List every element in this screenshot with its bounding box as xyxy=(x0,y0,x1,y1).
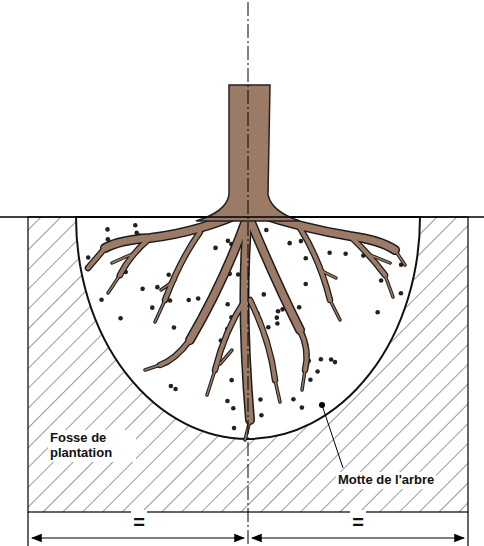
leader-dot xyxy=(319,402,325,408)
pit-label: Fosse de plantation xyxy=(48,430,136,462)
ground-line xyxy=(0,216,484,218)
axis-line xyxy=(248,2,249,546)
leader-line xyxy=(322,405,343,468)
root-ball-label: Motte de l'arbre xyxy=(336,472,436,489)
dimension xyxy=(28,512,468,546)
dimension-equal: = xyxy=(350,510,366,535)
roots xyxy=(88,210,405,440)
dimension-equal: = xyxy=(131,510,147,535)
